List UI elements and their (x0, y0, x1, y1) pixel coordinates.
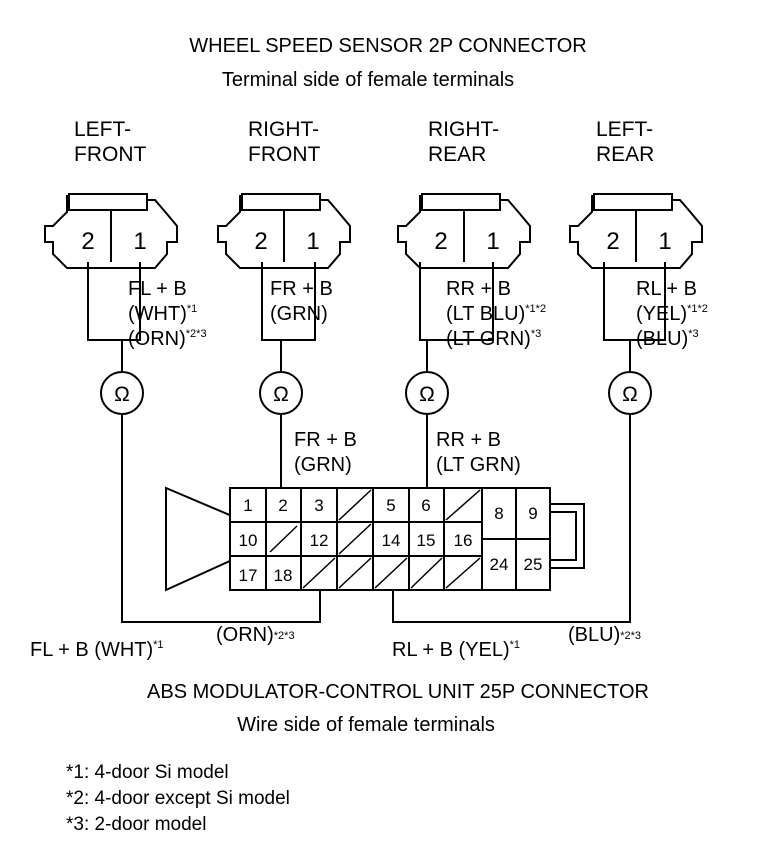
pin-label: 2 (606, 228, 619, 255)
footnotes: *1: 4-door Si model *2: 4-door except Si… (66, 762, 290, 835)
wire-label-line: (GRN) (294, 454, 352, 476)
pin-label: 25 (524, 555, 543, 574)
pin-label: 12 (310, 531, 329, 550)
pin-label: 18 (274, 566, 293, 585)
wiring-lines (87, 262, 666, 623)
wire-label-line: FL + B (WHT)*1 (30, 639, 164, 661)
sensor-name-line2: REAR (428, 143, 486, 166)
pin-label: 8 (494, 504, 503, 523)
wire-label-line: (WHT)*1 (128, 303, 197, 325)
pin-label: 3 (314, 496, 323, 515)
sensor-left-rear-title: LEFT- REAR (596, 118, 654, 166)
sensor-right-front-title: RIGHT- FRONT (248, 118, 320, 166)
footnote: *2: 4-door except Si model (66, 788, 290, 809)
wire-label-line: (YEL)*1*2 (636, 303, 708, 325)
sensor-connector-left-rear: 2 1 (569, 193, 703, 269)
pin-label: 2 (254, 228, 267, 255)
pin-label: 9 (528, 504, 537, 523)
wire-label-rl-bottom: RL + B (YEL)*1 (BLU)*2*3 (392, 624, 641, 661)
pin-label: 2 (434, 228, 447, 255)
wire-label-line: FL + B (128, 278, 187, 300)
wire-label-line: FR + B (294, 429, 357, 451)
wire-label-line: RL + B (636, 278, 697, 300)
wire-label-line: RR + B (446, 278, 511, 300)
wire-label-line: (BLU)*2*3 (568, 624, 641, 646)
pin-label: 15 (417, 531, 436, 550)
sensor-name-line2: REAR (596, 143, 654, 166)
pin-label: 1 (306, 228, 319, 255)
wire-label-left-front: FL + B (WHT)*1 (ORN)*2*3 (128, 278, 207, 350)
ohm-icon: Ω (622, 383, 638, 406)
wire-label-line: RL + B (YEL)*1 (392, 639, 520, 661)
connector-title: ABS MODULATOR-CONTROL UNIT 25P CONNECTOR (147, 681, 649, 703)
pin-label: 6 (421, 496, 430, 515)
ohm-icon: Ω (273, 383, 289, 406)
sensor-connector-right-rear: 2 1 (397, 193, 531, 269)
abs-connector-25p: 1 2 3 5 6 10 12 14 15 16 17 18 8 9 24 25 (165, 486, 585, 592)
pin-label: 1 (133, 228, 146, 255)
sensor-connector-right-front: 2 1 (217, 193, 351, 269)
sensor-name-line1: RIGHT- (248, 118, 319, 141)
sensor-name-line1: RIGHT- (428, 118, 499, 141)
wire-label-line: (LT GRN) (436, 454, 521, 476)
wire-label-fl-bottom: FL + B (WHT)*1 (ORN)*2*3 (30, 624, 295, 661)
footnote: *3: 2-door model (66, 814, 206, 835)
pin-label: 14 (382, 531, 401, 550)
diagram-title: WHEEL SPEED SENSOR 2P CONNECTOR (189, 35, 587, 57)
wire-label-line: (ORN)*2*3 (216, 624, 295, 646)
wire-label-right-front: FR + B (GRN) (270, 278, 333, 325)
ohmmeter-left-front: Ω (100, 371, 144, 415)
wire-label-line: (GRN) (270, 303, 328, 325)
sensor-name-line2: FRONT (74, 143, 146, 166)
diagram-subtitle: Terminal side of female terminals (222, 69, 514, 91)
wire-label-line: (LT BLU)*1*2 (446, 303, 546, 325)
wire-label-line: (ORN)*2*3 (128, 328, 207, 350)
pin-label: 2 (278, 496, 287, 515)
wire-label-line: FR + B (270, 278, 333, 300)
sensor-connector-left-front: 2 1 (44, 193, 178, 269)
pin-label: 1 (243, 496, 252, 515)
pin-label: 2 (81, 228, 94, 255)
sensor-right-rear-title: RIGHT- REAR (428, 118, 499, 166)
pin-label: 24 (490, 555, 509, 574)
wire-label-fr-mid: FR + B (GRN) (294, 429, 357, 476)
pin-label: 17 (239, 566, 258, 585)
connector-subtitle: Wire side of female terminals (237, 714, 495, 736)
ohm-icon: Ω (419, 383, 435, 406)
sensor-name-line1: LEFT- (74, 118, 131, 141)
sensor-name-line1: LEFT- (596, 118, 653, 141)
ohmmeter-right-rear: Ω (405, 371, 449, 415)
wire-label-line: RR + B (436, 429, 501, 451)
pin-label: 5 (386, 496, 395, 515)
pin-label: 1 (486, 228, 499, 255)
pin-label: 10 (239, 531, 258, 550)
ohm-icon: Ω (114, 383, 130, 406)
pin-label: 1 (658, 228, 671, 255)
sensor-name-line2: FRONT (248, 143, 320, 166)
sensor-left-front-title: LEFT- FRONT (74, 118, 146, 166)
ohmmeter-right-front: Ω (259, 371, 303, 415)
wire-label-rr-mid: RR + B (LT GRN) (436, 429, 521, 476)
footnote: *1: 4-door Si model (66, 762, 229, 783)
ohmmeter-left-rear: Ω (608, 371, 652, 415)
pin-label: 16 (454, 531, 473, 550)
